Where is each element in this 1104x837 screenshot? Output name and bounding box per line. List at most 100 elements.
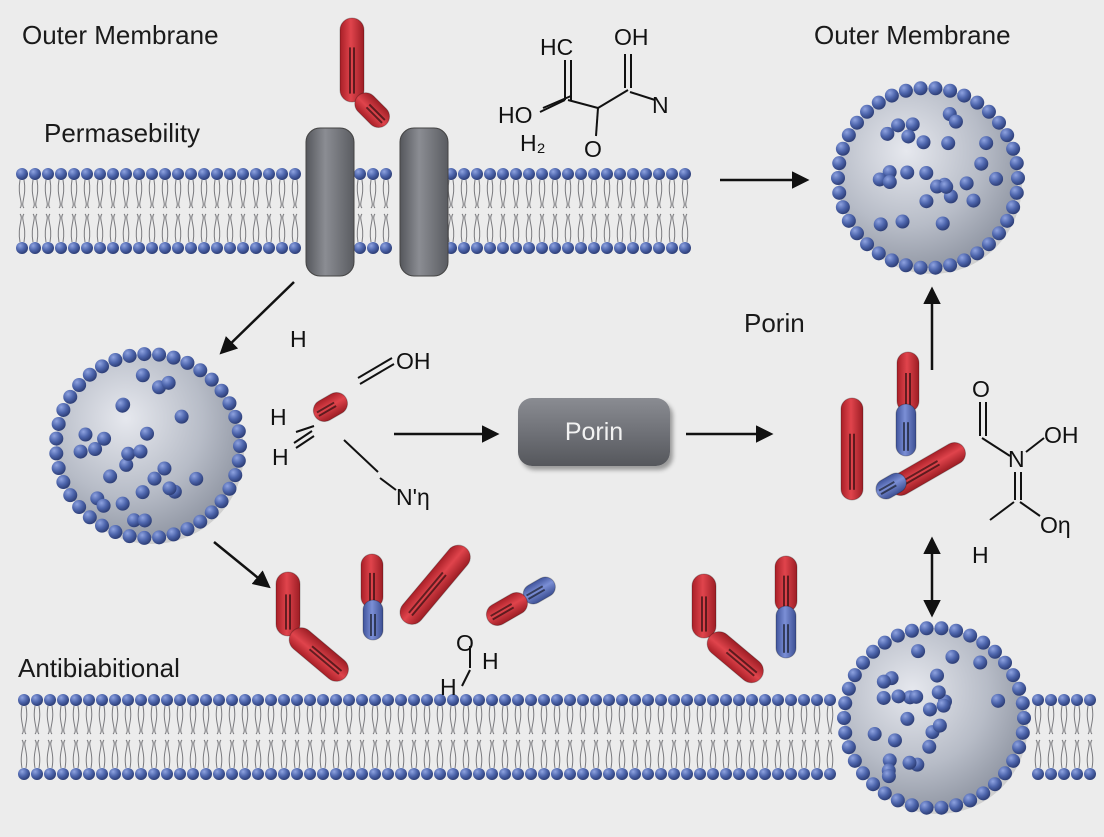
lipid-head	[575, 242, 587, 254]
lipid-head	[562, 242, 574, 254]
molecule-segment	[312, 392, 348, 422]
surface-bead	[949, 798, 964, 813]
lipid-tail	[486, 179, 494, 243]
lipid-tail	[306, 705, 314, 769]
lipid-head	[772, 768, 784, 780]
surface-bead	[95, 518, 109, 533]
surface-bead	[72, 500, 87, 515]
surface-bead	[193, 514, 208, 529]
surface-bead	[835, 141, 850, 156]
lipid-head	[536, 168, 548, 180]
surface-bead	[970, 246, 985, 261]
lipid-tail	[161, 179, 169, 243]
lipid-head	[122, 768, 134, 780]
lipid-head	[250, 242, 262, 254]
lipid-tail	[748, 705, 756, 769]
surface-bead	[228, 409, 243, 424]
lipid-tail	[540, 705, 548, 769]
surface-bead	[214, 383, 229, 398]
lipid-head	[408, 768, 420, 780]
surface-bead	[945, 649, 960, 664]
porin-box-label: Porin	[564, 417, 624, 446]
lipid-head	[226, 768, 238, 780]
surface-bead	[871, 246, 886, 261]
lipid-head	[549, 242, 561, 254]
lipid-head	[720, 768, 732, 780]
outer-membrane-label-left: Outer Membrane	[22, 20, 219, 50]
lipid-head	[29, 242, 41, 254]
lipid-head	[343, 694, 355, 706]
lipid-head	[263, 168, 275, 180]
surface-bead	[970, 95, 985, 110]
lipid-head	[798, 768, 810, 780]
lipid-head	[224, 242, 236, 254]
lipid-tail	[18, 179, 26, 243]
surface-bead	[998, 655, 1013, 670]
surface-bead	[934, 621, 949, 636]
surface-bead	[860, 104, 875, 119]
surface-bead	[1006, 753, 1021, 768]
lipid-head	[278, 694, 290, 706]
cell-bottom-right	[837, 621, 1031, 815]
lipid-head	[497, 168, 509, 180]
lipid-tail	[137, 705, 145, 769]
surface-bead	[49, 431, 64, 446]
lipid-tail	[1060, 705, 1068, 769]
lipid-head	[642, 768, 654, 780]
surface-bead	[998, 766, 1013, 781]
surface-bead	[943, 258, 958, 273]
lipid-head	[198, 168, 210, 180]
lipid-head	[174, 768, 186, 780]
surface-bead	[1017, 711, 1031, 725]
surface-bead	[979, 136, 994, 151]
lipid-tail	[33, 705, 41, 769]
lipid-tail	[553, 705, 561, 769]
surface-bead	[941, 136, 956, 151]
chem-top-ho: HO	[498, 102, 533, 128]
chem-bonds-middle	[293, 357, 397, 491]
lipid-head	[172, 242, 184, 254]
surface-bead	[974, 156, 989, 171]
lipid-head	[317, 768, 329, 780]
surface-bead	[860, 237, 875, 252]
lipid-head	[551, 768, 563, 780]
lipid-head	[213, 694, 225, 706]
lipid-head	[447, 694, 459, 706]
surface-bead	[876, 690, 891, 705]
surface-bead	[847, 753, 862, 768]
lipid-tail	[371, 705, 379, 769]
lipid-head	[68, 242, 80, 254]
lipid-tail	[564, 179, 572, 243]
surface-bead	[882, 175, 897, 190]
lipid-tail	[462, 705, 470, 769]
surface-bead	[95, 359, 109, 374]
surface-bead	[976, 635, 991, 650]
lipid-head	[1045, 768, 1057, 780]
lipid-tail	[592, 705, 600, 769]
lipid-tail	[475, 705, 483, 769]
lipid-head	[473, 768, 485, 780]
lipid-head	[668, 768, 680, 780]
lipid-head	[785, 768, 797, 780]
chem-mid-n: N'η	[396, 484, 430, 510]
lipid-head	[356, 768, 368, 780]
lipid-head	[564, 768, 576, 780]
lipid-tail	[488, 705, 496, 769]
lipid-head	[367, 242, 379, 254]
surface-bead	[949, 623, 964, 638]
lipid-head	[629, 768, 641, 780]
surface-bead	[1006, 668, 1021, 683]
lipid-head	[525, 694, 537, 706]
lipid-tail	[813, 705, 821, 769]
surface-bead	[882, 165, 897, 180]
lipid-head	[460, 694, 472, 706]
surface-bead	[919, 166, 934, 181]
molecule-segment	[774, 555, 798, 613]
lipid-head	[276, 168, 288, 180]
lipid-head	[330, 694, 342, 706]
surface-bead	[891, 689, 906, 704]
chem-right-o: O	[972, 376, 990, 402]
lipid-head	[666, 168, 678, 180]
surface-bead	[928, 260, 943, 275]
lipid-tail	[525, 179, 533, 243]
